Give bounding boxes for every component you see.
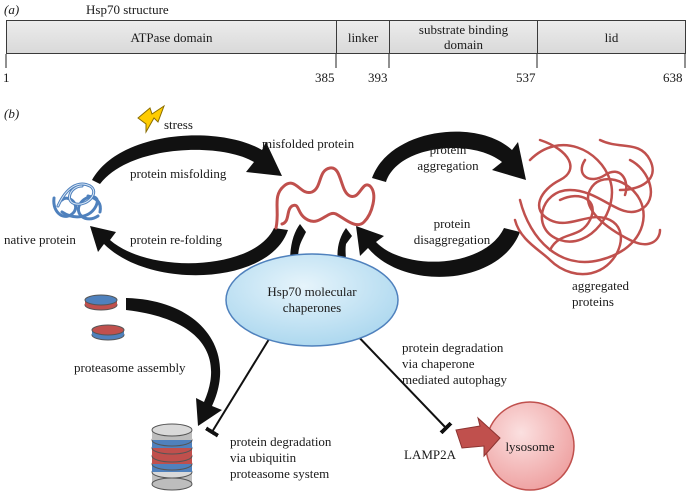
tick-label-1: 1 xyxy=(3,70,10,85)
stress-bolt-icon xyxy=(137,104,166,134)
aggregated-proteins-label-line2: proteins xyxy=(572,294,614,309)
arrow-hsp-hook-left xyxy=(290,224,306,262)
protein-aggregation-label-line1: protein xyxy=(429,142,467,157)
protein-disaggregation-label-line2: disaggregation xyxy=(413,232,491,247)
arrow-misfolding xyxy=(92,135,282,184)
native-protein-label: native protein xyxy=(4,232,76,247)
protein-refolding-label: protein re-folding xyxy=(130,232,223,247)
segment-label: domain xyxy=(444,37,483,52)
tick-label-385: 385 xyxy=(315,70,335,85)
protein-misfolding-label: protein misfolding xyxy=(130,166,227,181)
aggregated-proteins-label-line1: aggregated xyxy=(572,278,630,293)
arrow-aggregation xyxy=(372,131,526,182)
segment-label: substrate binding xyxy=(418,22,509,37)
hsp70-ellipse xyxy=(225,253,399,347)
misfolded-protein-glyph xyxy=(274,166,376,230)
tick-label-393: 393 xyxy=(368,70,388,85)
panel-b-label: (b) xyxy=(4,106,20,121)
segment-linker: linker xyxy=(336,20,390,54)
line-cma xyxy=(351,329,453,435)
lamp2a-arrow-icon xyxy=(455,416,501,458)
stress-label: stress xyxy=(164,117,193,132)
segment-atpase-domain: ATPase domain xyxy=(6,20,337,54)
lamp2a-label: LAMP2A xyxy=(404,447,457,462)
protein-disaggregation-label-line1: protein xyxy=(433,216,471,231)
arrow-proteasome-assembly xyxy=(126,298,222,426)
misfolded-protein-label: misfolded protein xyxy=(262,136,355,151)
cycle-arrows xyxy=(90,131,526,426)
panel-a-label: (a) xyxy=(4,2,20,17)
segment-label: linker xyxy=(347,30,379,45)
arrow-refolding xyxy=(90,226,288,276)
hsp70-label-line2: chaperones xyxy=(282,300,342,315)
cma-label-line3: mediated autophagy xyxy=(402,372,508,387)
segment-label: lid xyxy=(604,30,619,45)
domain-ticks xyxy=(5,54,686,68)
proteasome-assembly-label: proteasome assembly xyxy=(74,360,186,375)
protein-aggregation-label-line2: aggregation xyxy=(417,158,479,173)
ups-label-line1: protein degradation xyxy=(230,434,332,449)
aggregated-proteins-glyph xyxy=(513,138,662,276)
tick-label-537: 537 xyxy=(516,70,536,85)
panel-a-title: Hsp70 structure xyxy=(86,2,169,17)
proteasome-stack-glyph xyxy=(151,423,193,491)
arrow-disaggregation xyxy=(356,226,520,277)
arrow-hsp-hook-right xyxy=(337,228,352,262)
segment-substrate-binding-domain: substrate binding domain xyxy=(389,20,538,54)
ups-label-line3: proteasome system xyxy=(230,466,330,481)
native-protein-glyph-outline xyxy=(57,183,95,207)
segment-label: ATPase domain xyxy=(130,30,213,45)
ups-label-line2: via ubiquitin xyxy=(230,450,297,465)
lysosome-label: lysosome xyxy=(505,439,555,454)
cma-label-line1: protein degradation xyxy=(402,340,504,355)
tick-label-638: 638 xyxy=(663,70,683,85)
proteasome-subunits xyxy=(84,294,125,341)
cma-label-line2: via chaperone xyxy=(402,356,475,371)
hsp70-label-line1: Hsp70 molecular xyxy=(267,284,357,299)
segment-lid: lid xyxy=(537,20,686,54)
